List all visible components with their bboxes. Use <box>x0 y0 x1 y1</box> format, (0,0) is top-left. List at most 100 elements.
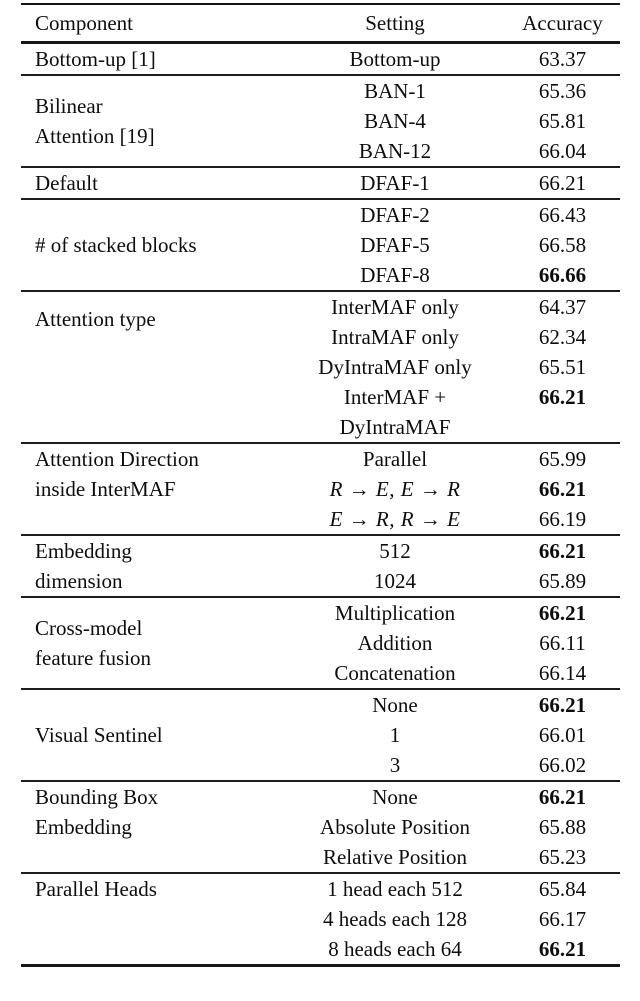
setting-cell: InterMAF + DyIntraMAF <box>339 385 451 439</box>
accuracy-cell: 66.66 <box>538 263 587 287</box>
setting-cell: None <box>372 785 418 809</box>
accuracy-cell: 66.01 <box>538 723 587 747</box>
accuracy-cell: 66.19 <box>538 507 587 531</box>
accuracy-cell: 65.51 <box>538 355 587 379</box>
table-row: 3 66.02 <box>21 750 620 781</box>
ablation-table: Component Setting Accuracy Bottom-up [1]… <box>21 3 620 967</box>
accuracy-cell: 65.81 <box>538 109 587 133</box>
accuracy-cell: 66.21 <box>538 385 587 409</box>
table-row: 1 66.01 <box>21 720 620 750</box>
table-row: Addition 66.11 <box>21 628 620 658</box>
accuracy-cell: 66.02 <box>538 753 587 777</box>
accuracy-cell: 65.36 <box>538 79 587 103</box>
setting-cell: DFAF-2 <box>360 203 430 227</box>
setting-cell: DFAF-8 <box>360 263 430 287</box>
component-cell: Cross-model feature fusion <box>35 616 152 670</box>
setting-cell: 1 head each 512 <box>327 877 463 901</box>
setting-cell: 1024 <box>374 569 416 593</box>
accuracy-cell: 66.14 <box>538 661 587 685</box>
accuracy-cell: 66.58 <box>538 233 587 257</box>
table-row: Concatenation 66.14 <box>21 658 620 689</box>
group-visual-sentinel: Visual Sentinel None 66.21 1 66.01 3 66.… <box>21 689 620 781</box>
table-row: Bounding Box Embedding None 66.21 <box>21 781 620 839</box>
setting-cell: Absolute Position <box>320 815 470 839</box>
accuracy-cell: 65.23 <box>538 845 587 869</box>
table-header: Component Setting Accuracy <box>21 4 620 43</box>
accuracy-cell: 65.84 <box>538 877 587 901</box>
group-attention-direction: Attention Direction inside InterMAF Para… <box>21 443 620 535</box>
group-bilinear-attention: Bilinear Attention [19] BAN-1 65.36 BAN-… <box>21 75 620 167</box>
table-row: # of stacked blocks DFAF-2 66.43 <box>21 199 620 257</box>
component-cell: Visual Sentinel <box>35 723 163 747</box>
table-row: Default DFAF-1 66.21 <box>21 167 620 199</box>
table-row: 4 heads each 128 66.17 <box>21 904 620 934</box>
component-cell: Bottom-up [1] <box>35 47 156 71</box>
setting-cell: Multiplication <box>334 601 456 625</box>
table-row: R → E, E → R 66.21 <box>21 474 620 504</box>
group-bounding-box: Bounding Box Embedding None 66.21 Absolu… <box>21 781 620 873</box>
table-row: Bottom-up [1] Bottom-up 63.37 <box>21 43 620 76</box>
accuracy-cell: 64.37 <box>538 295 587 319</box>
component-cell: Bounding Box Embedding <box>35 785 159 839</box>
group-attention-type: Attention type InterMAF only 64.37 Intra… <box>21 291 620 443</box>
accuracy-cell: 66.17 <box>538 907 587 931</box>
group-bottom-up: Bottom-up [1] Bottom-up 63.37 <box>21 43 620 76</box>
table-row: Bilinear Attention [19] BAN-1 65.36 <box>21 75 620 148</box>
accuracy-cell: 65.89 <box>538 569 587 593</box>
table-row: DFAF-5 66.58 <box>21 230 620 260</box>
header-component: Component <box>35 11 133 35</box>
setting-cell: 512 <box>379 539 411 563</box>
component-cell: # of stacked blocks <box>35 233 197 257</box>
accuracy-cell: 66.04 <box>538 139 587 163</box>
table-row: InterMAF + DyIntraMAF 66.21 <box>21 382 620 443</box>
table-row: 8 heads each 64 66.21 <box>21 934 620 966</box>
component-cell: Parallel Heads <box>35 877 157 901</box>
accuracy-cell: 66.21 <box>538 693 587 717</box>
component-cell: Attention Direction inside InterMAF <box>35 447 199 501</box>
setting-cell: E → R, R → E <box>329 507 461 531</box>
table-row: Cross-model feature fusion Multiplicatio… <box>21 597 620 670</box>
accuracy-cell: 66.21 <box>538 477 587 501</box>
setting-cell: BAN-12 <box>358 139 432 163</box>
table-row: 1024 65.89 <box>21 566 620 597</box>
table-row: Embedding dimension 512 66.21 <box>21 535 620 593</box>
setting-cell: Relative Position <box>322 845 468 869</box>
setting-cell: Bottom-up <box>349 47 441 71</box>
setting-cell: Addition <box>357 631 433 655</box>
setting-cell: BAN-1 <box>364 79 426 103</box>
setting-cell: BAN-4 <box>364 109 426 133</box>
accuracy-cell: 66.21 <box>538 937 587 961</box>
setting-cell: DyIntraMAF only <box>318 355 472 379</box>
accuracy-cell: 65.99 <box>538 447 587 471</box>
accuracy-cell: 62.34 <box>538 325 587 349</box>
group-feature-fusion: Cross-model feature fusion Multiplicatio… <box>21 597 620 689</box>
table-row: BAN-4 65.81 <box>21 106 620 136</box>
table-row: IntraMAF only 62.34 <box>21 322 620 352</box>
accuracy-cell: 66.21 <box>538 785 587 809</box>
accuracy-cell: 66.43 <box>538 203 587 227</box>
table-row: DyIntraMAF only 65.51 <box>21 352 620 382</box>
table-row: E → R, R → E 66.19 <box>21 504 620 535</box>
setting-cell: InterMAF only <box>331 295 459 319</box>
table-row: Relative Position 65.23 <box>21 842 620 873</box>
group-parallel-heads: Parallel Heads 1 head each 512 65.84 4 h… <box>21 873 620 966</box>
table-row: Attention Direction inside InterMAF Para… <box>21 443 620 501</box>
table-row: BAN-12 66.04 <box>21 136 620 167</box>
setting-cell: None <box>372 693 418 717</box>
accuracy-cell: 66.21 <box>538 171 587 195</box>
accuracy-cell: 66.21 <box>538 601 587 625</box>
component-cell: Default <box>35 171 98 195</box>
setting-cell: 4 heads each 128 <box>322 907 468 931</box>
component-cell: Attention type <box>35 307 156 331</box>
accuracy-cell: 66.21 <box>538 539 587 563</box>
accuracy-cell: 66.11 <box>539 631 586 655</box>
group-embedding-dimension: Embedding dimension 512 66.21 1024 65.89 <box>21 535 620 597</box>
group-default: Default DFAF-1 66.21 <box>21 167 620 199</box>
table-row: DFAF-8 66.66 <box>21 260 620 291</box>
accuracy-cell: 63.37 <box>538 47 587 71</box>
accuracy-cell: 65.88 <box>538 815 587 839</box>
setting-cell: IntraMAF only <box>331 325 459 349</box>
header-row: Component Setting Accuracy <box>21 4 620 43</box>
setting-cell: DFAF-5 <box>360 233 430 257</box>
